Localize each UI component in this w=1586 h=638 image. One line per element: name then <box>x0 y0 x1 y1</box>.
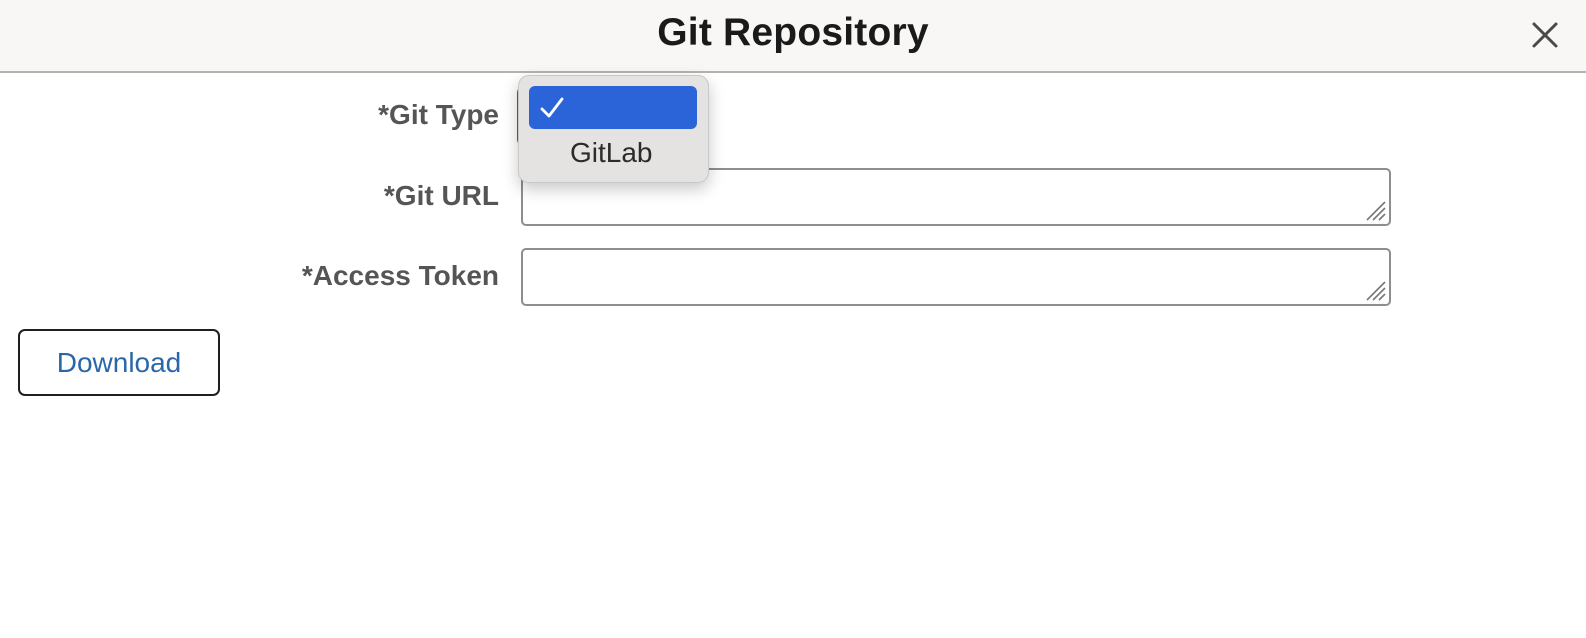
download-button[interactable]: Download <box>18 329 220 396</box>
dialog-title: Git Repository <box>657 11 929 54</box>
close-button[interactable] <box>1527 17 1563 53</box>
dropdown-option-label: GitLab <box>570 137 653 168</box>
dropdown-option-gitlab[interactable]: GitLab <box>529 132 697 174</box>
checkmark-icon <box>540 97 564 118</box>
close-icon <box>1532 22 1558 48</box>
resize-grip-icon[interactable] <box>1361 276 1387 302</box>
access-token-field[interactable] <box>521 248 1391 306</box>
git-type-label: *Git Type <box>378 99 499 130</box>
dropdown-option-blank[interactable] <box>529 86 697 129</box>
resize-grip-icon[interactable] <box>1361 196 1387 222</box>
git-type-dropdown-menu: GitLab <box>518 75 709 183</box>
dialog-header: Git Repository <box>0 0 1586 73</box>
git-url-label: *Git URL <box>383 180 499 211</box>
access-token-label: *Access Token <box>301 260 499 291</box>
